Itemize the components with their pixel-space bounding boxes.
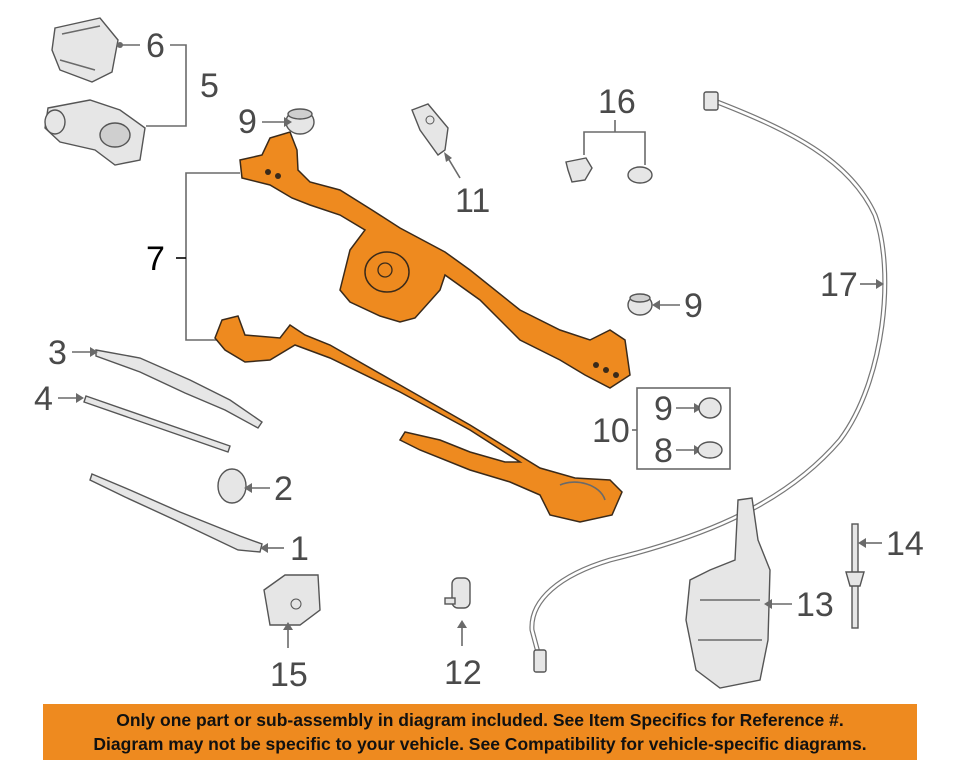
disclaimer-line-2: Diagram may not be specific to your vehi… [93, 734, 867, 754]
part-16-nozzle-set [565, 157, 653, 184]
callout-5: 5 [146, 44, 219, 127]
callout-6: 6 [117, 27, 165, 65]
part-15-cover [263, 574, 321, 626]
svg-text:1: 1 [290, 530, 309, 568]
part-3-wiper-blade [95, 349, 263, 429]
svg-text:4: 4 [34, 380, 53, 418]
svg-text:3: 3 [48, 334, 67, 372]
callout-7: 7 [146, 172, 240, 341]
part-17-washer-hose [529, 91, 888, 673]
svg-text:14: 14 [886, 525, 924, 563]
part-13-washer-reservoir [685, 497, 771, 689]
svg-text:2: 2 [274, 470, 293, 508]
svg-text:9: 9 [654, 390, 673, 428]
callout-15: 15 [270, 622, 308, 694]
callout-16: 16 [583, 83, 646, 165]
part-4-blade-insert [83, 395, 231, 453]
callout-2: 2 [244, 470, 293, 508]
callout-4: 4 [34, 380, 84, 418]
svg-text:12: 12 [444, 654, 482, 692]
part-6-motor-cover [51, 17, 119, 83]
svg-text:15: 15 [270, 656, 308, 694]
svg-text:8: 8 [654, 432, 673, 470]
callout-9-top: 9 [238, 103, 292, 141]
disclaimer-banner: Only one part or sub-assembly in diagram… [43, 704, 917, 760]
svg-text:16: 16 [598, 83, 636, 121]
part-7-wiper-frame-upper [239, 131, 631, 389]
callout-12: 12 [444, 620, 482, 692]
callout-3: 3 [48, 334, 98, 372]
part-2-cap [217, 468, 247, 504]
part-12-washer-pump [444, 577, 471, 609]
part-9-grommet-right [627, 293, 653, 316]
callout-10-group: 10 9 8 [592, 387, 731, 470]
part-7-wiper-linkage-lower [214, 315, 623, 523]
svg-text:6: 6 [146, 27, 165, 65]
svg-text:17: 17 [820, 266, 858, 304]
svg-text:9: 9 [684, 287, 703, 325]
svg-text:11: 11 [455, 182, 490, 220]
callout-9-right: 9 [652, 287, 703, 325]
callout-13: 13 [764, 586, 834, 624]
callout-17: 17 [820, 266, 884, 304]
callout-1: 1 [260, 530, 309, 568]
svg-text:9: 9 [238, 103, 257, 141]
callout-11: 11 [444, 152, 490, 220]
disclaimer-line-1: Only one part or sub-assembly in diagram… [116, 710, 844, 730]
part-5-wiper-motor [44, 99, 146, 166]
svg-text:13: 13 [796, 586, 834, 624]
part-14-bolt [845, 523, 865, 629]
part-1-wiper-arm [89, 473, 263, 553]
part-9-grommet-top [285, 108, 315, 135]
callout-14: 14 [858, 525, 924, 563]
svg-text:10: 10 [592, 412, 630, 450]
svg-text:5: 5 [200, 67, 219, 105]
part-11-pivot-bracket [411, 103, 449, 156]
svg-text:7: 7 [146, 240, 165, 278]
